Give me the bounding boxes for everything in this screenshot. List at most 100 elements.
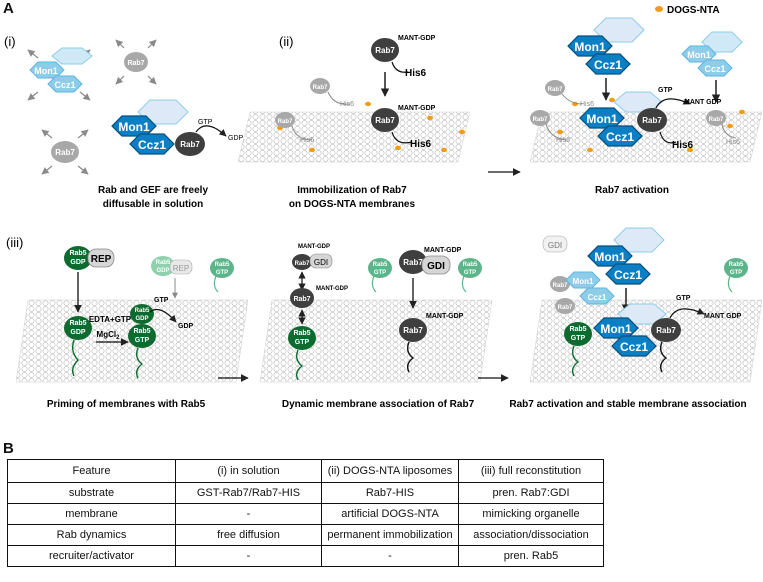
svg-text:Rab7: Rab7 bbox=[55, 148, 75, 157]
table-cell: membrane bbox=[7, 503, 176, 525]
table-row: recruiter/activator - - pren. Rab5 bbox=[7, 545, 604, 567]
svg-text:GTP: GTP bbox=[295, 339, 310, 346]
panel-i-label: (i) bbox=[4, 34, 16, 49]
membrane-bilayer bbox=[237, 111, 471, 163]
table-cell: pren. Rab5 bbox=[458, 545, 604, 567]
svg-text:Rab7: Rab7 bbox=[403, 258, 423, 267]
rab7-dark bbox=[175, 132, 205, 156]
svg-text:Ccz1: Ccz1 bbox=[588, 293, 607, 302]
svg-text:Ccz1: Ccz1 bbox=[138, 138, 166, 152]
svg-text:Rab5: Rab5 bbox=[729, 262, 744, 268]
table-cell: association/dissociation bbox=[458, 524, 604, 546]
mon1-label: Mon1 bbox=[34, 66, 58, 76]
table-cell: substrate bbox=[7, 482, 176, 504]
svg-text:Rab7: Rab7 bbox=[548, 87, 563, 93]
table-cell: Rab7-HIS bbox=[321, 482, 459, 504]
svg-text:GDI: GDI bbox=[548, 241, 562, 250]
svg-text:MANT GDP: MANT GDP bbox=[684, 99, 722, 106]
svg-text:Rab5: Rab5 bbox=[69, 250, 86, 257]
svg-text:MANT-GDP: MANT-GDP bbox=[316, 286, 348, 292]
table-header-cell: (i) in solution bbox=[175, 459, 322, 483]
table-row: membrane - artificial DOGS-NTA mimicking… bbox=[7, 503, 604, 525]
svg-text:His6: His6 bbox=[672, 140, 694, 151]
svg-text:MgCl2: MgCl2 bbox=[97, 330, 121, 341]
table-header-row: Feature (i) in solution (ii) DOGS-NTA li… bbox=[7, 459, 604, 483]
table-cell: GST-Rab7/Rab7-HIS bbox=[175, 482, 322, 504]
svg-text:Rab7: Rab7 bbox=[127, 60, 144, 67]
svg-text:Ccz1: Ccz1 bbox=[594, 58, 622, 72]
svg-text:GDP: GDP bbox=[228, 135, 244, 142]
svg-text:GTP: GTP bbox=[135, 337, 150, 344]
panel-ii-label: (ii) bbox=[279, 34, 293, 49]
svg-text:GTP: GTP bbox=[658, 87, 673, 94]
svg-text:His6: His6 bbox=[300, 137, 314, 144]
svg-text:GTP: GTP bbox=[374, 270, 386, 276]
svg-text:Ccz1: Ccz1 bbox=[606, 130, 634, 144]
svg-text:EDTA+GTP: EDTA+GTP bbox=[89, 315, 132, 324]
svg-text:Rab5: Rab5 bbox=[215, 262, 230, 268]
svg-text:MANT GDP: MANT GDP bbox=[704, 313, 742, 320]
svg-text:GDP: GDP bbox=[178, 323, 194, 330]
panel-ii: (ii) DOGS-NTA Rab7 His6 Rab7 His6 Rab7 M… bbox=[237, 5, 763, 210]
table-cell: mimicking organelle bbox=[458, 503, 604, 525]
svg-text:His6: His6 bbox=[556, 137, 570, 144]
svg-text:Rab7: Rab7 bbox=[375, 116, 395, 125]
svg-text:GDP: GDP bbox=[156, 268, 169, 274]
svg-text:Rab7: Rab7 bbox=[553, 283, 568, 289]
svg-text:Rab7: Rab7 bbox=[709, 117, 724, 123]
svg-text:Rab5: Rab5 bbox=[569, 326, 586, 333]
svg-text:diffusable in solution: diffusable in solution bbox=[103, 199, 204, 210]
svg-text:GTP: GTP bbox=[464, 270, 476, 276]
table-cell: - bbox=[175, 503, 322, 525]
svg-text:REP: REP bbox=[91, 254, 112, 265]
svg-text:GTP: GTP bbox=[730, 270, 742, 276]
panel-ii-caption-1: Immobilization of Rab7 bbox=[297, 185, 407, 196]
svg-text:His6: His6 bbox=[405, 68, 427, 79]
svg-text:Rab7: Rab7 bbox=[642, 116, 662, 125]
panel-iii-caption-2: Dynamic membrane association of Rab7 bbox=[282, 399, 475, 410]
svg-text:GTP: GTP bbox=[154, 297, 169, 304]
panel-ii-caption-2: Rab7 activation bbox=[595, 185, 669, 196]
table-cell: - bbox=[175, 545, 322, 567]
table-row: substrate GST-Rab7/Rab7-HIS Rab7-HIS pre… bbox=[7, 482, 604, 504]
svg-text:MANT-GDP: MANT-GDP bbox=[298, 244, 330, 250]
svg-text:Mon1: Mon1 bbox=[586, 112, 618, 126]
svg-text:Rab7: Rab7 bbox=[293, 296, 310, 303]
svg-text:Mon1: Mon1 bbox=[573, 277, 594, 286]
panel-iii-caption-3: Rab7 activation and stable membrane asso… bbox=[509, 399, 746, 410]
rab7-mant-gdp bbox=[371, 38, 399, 62]
svg-text:Rab5: Rab5 bbox=[69, 320, 86, 327]
svg-text:Ccz1: Ccz1 bbox=[620, 340, 648, 354]
svg-text:Rab7: Rab7 bbox=[533, 117, 548, 123]
dogs-nta-lipids bbox=[277, 101, 465, 153]
panel-a-letter: A bbox=[3, 0, 14, 17]
ccz1-label: Ccz1 bbox=[54, 80, 75, 90]
svg-text:His6: His6 bbox=[340, 101, 354, 108]
svg-text:His6: His6 bbox=[726, 139, 740, 146]
svg-text:Mon1: Mon1 bbox=[594, 250, 626, 264]
svg-text:GDP: GDP bbox=[70, 259, 86, 266]
table-cell: artificial DOGS-NTA bbox=[321, 503, 459, 525]
svg-text:Rab7: Rab7 bbox=[558, 305, 573, 311]
svg-text:Rab5: Rab5 bbox=[293, 330, 310, 337]
membrane-bilayer bbox=[259, 299, 493, 383]
table-cell: permanent immobilization bbox=[321, 524, 459, 546]
table-header-cell: (iii) full reconstitution bbox=[458, 459, 604, 483]
svg-text:Rab7: Rab7 bbox=[375, 46, 395, 55]
table-row: Rab dynamics free diffusion permanent im… bbox=[7, 524, 604, 546]
mon1-hexagon bbox=[111, 115, 157, 137]
svg-text:Rab7: Rab7 bbox=[656, 326, 676, 335]
svg-text:GDP: GDP bbox=[135, 316, 148, 322]
svg-text:Rab5: Rab5 bbox=[373, 262, 388, 268]
svg-text:Ccz1: Ccz1 bbox=[704, 64, 725, 74]
schematic-figure: (i) Mon1 Ccz1 Rab7 Rab7 Mon1 Ccz1 Rab7 G… bbox=[4, 5, 763, 410]
svg-text:Rab5: Rab5 bbox=[135, 308, 150, 314]
rab7-light bbox=[124, 52, 148, 72]
svg-text:REP: REP bbox=[173, 264, 189, 273]
svg-text:Rab5: Rab5 bbox=[156, 260, 171, 266]
svg-text:MANT-GDP: MANT-GDP bbox=[424, 247, 462, 254]
svg-text:Rab7: Rab7 bbox=[278, 119, 293, 125]
panel-i-caption: Rab and GEF are freely bbox=[98, 185, 208, 196]
panel-iii-caption-1: Priming of membranes with Rab5 bbox=[47, 399, 206, 410]
svg-text:Mon1: Mon1 bbox=[600, 322, 632, 336]
